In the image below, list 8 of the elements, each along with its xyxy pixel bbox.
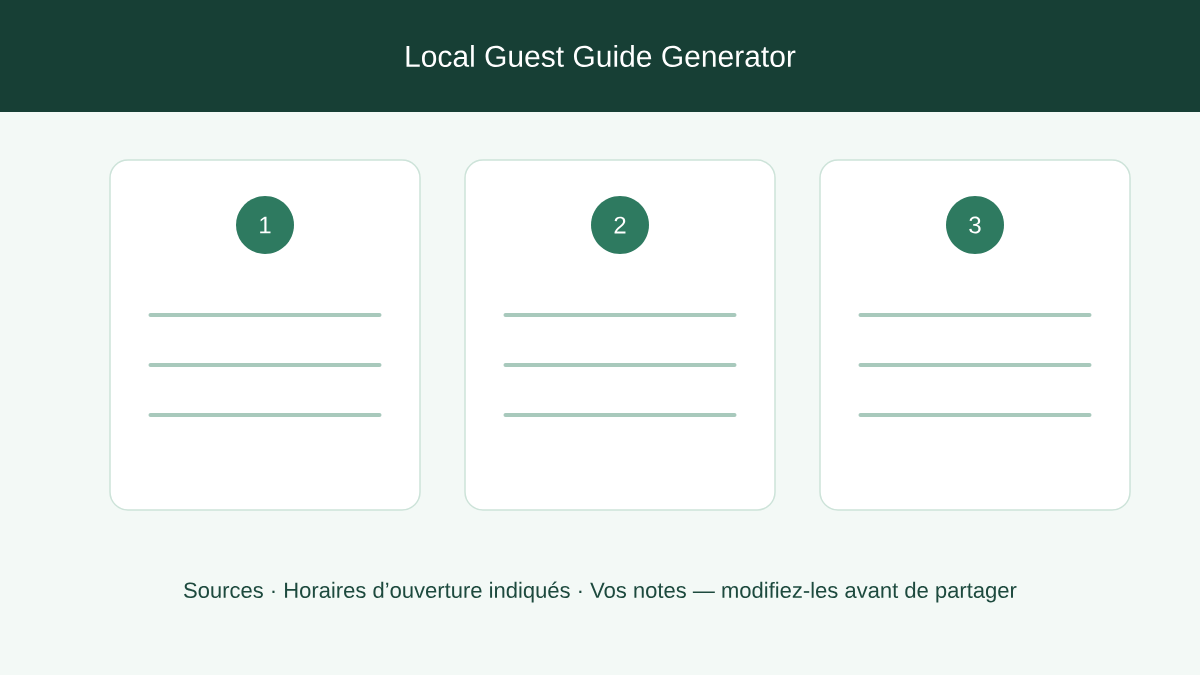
number-badge: 2 xyxy=(591,196,649,254)
caption: Sources · Horaires d’ouverture indiqués · Vos notes — modifiez-les avant de partager xyxy=(184,581,1017,603)
card xyxy=(819,159,1131,511)
number-badge: 1 xyxy=(236,196,294,254)
title: Local Guest Guide Generator xyxy=(406,45,796,67)
card xyxy=(109,159,421,511)
card xyxy=(464,159,776,511)
number-badge: 3 xyxy=(946,196,1004,254)
